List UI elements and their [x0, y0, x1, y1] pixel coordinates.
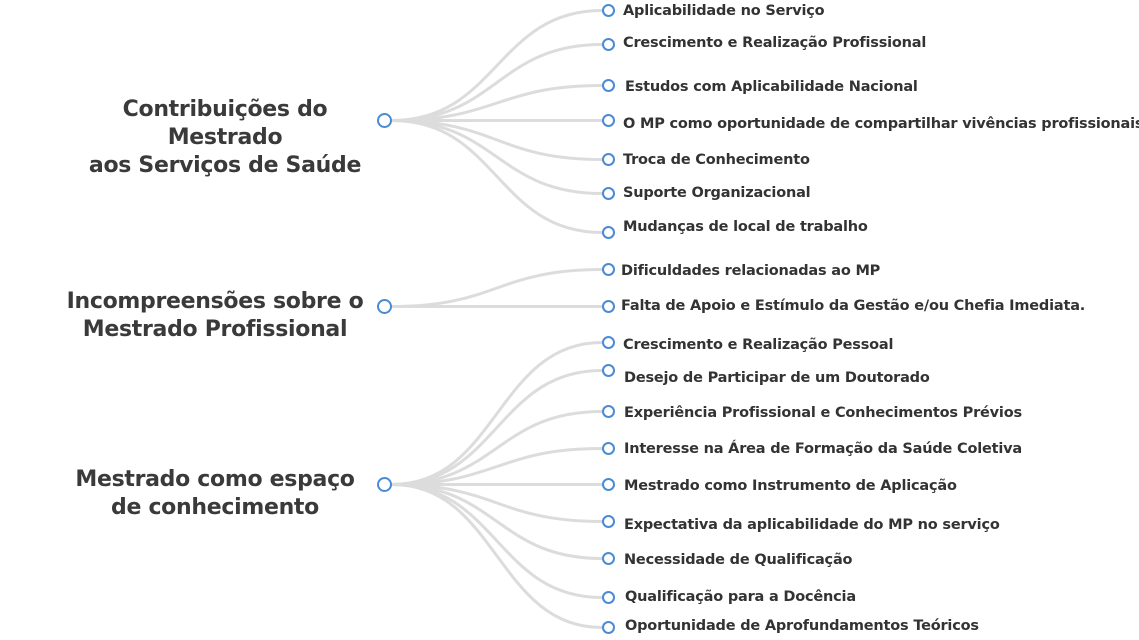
category-title-incompreensoes: Incompreensões sobre o Mestrado Profissi…: [55, 288, 375, 344]
edge-connector: [390, 9, 604, 122]
leaf-label: Falta de Apoio e Estímulo da Gestão e/ou…: [621, 298, 1086, 314]
edge-connector: [390, 483, 604, 629]
leaf-label: Qualificação para a Docência: [625, 589, 856, 605]
leaf-node[interactable]: [602, 187, 615, 200]
category-title-line: Contribuições do Mestrado: [122, 97, 328, 150]
category-node[interactable]: [377, 113, 392, 128]
category-title-line: Mestrado como espaço: [75, 467, 355, 492]
category-title-line: Mestrado Profissional: [82, 317, 348, 342]
leaf-label: O MP como oportunidade de compartilhar v…: [623, 116, 1139, 132]
leaf-label: Expectativa da aplicabilidade do MP no s…: [624, 517, 1000, 533]
edge-connector: [390, 483, 604, 523]
edge-connector: [390, 119, 604, 234]
leaf-label: Dificuldades relacionadas ao MP: [621, 263, 881, 279]
leaf-node[interactable]: [602, 621, 615, 634]
leaf-node[interactable]: [602, 364, 615, 377]
leaf-label: Aplicabilidade no Serviço: [623, 3, 825, 19]
edge-connector: [390, 43, 604, 122]
leaf-label: Troca de Conhecimento: [623, 152, 810, 168]
leaf-node[interactable]: [602, 405, 615, 418]
leaf-node[interactable]: [602, 79, 615, 92]
category-title-line: Incompreensões sobre o: [66, 289, 364, 314]
edge-connector: [390, 84, 604, 122]
leaf-label: Interesse na Área de Formação da Saúde C…: [624, 441, 1022, 457]
edge-connector: [390, 447, 604, 486]
leaf-node[interactable]: [602, 515, 615, 528]
leaf-label: Mestrado como Instrumento de Aplicação: [624, 478, 957, 494]
leaf-label: Estudos com Aplicabilidade Nacional: [625, 79, 918, 95]
edge-connector: [390, 369, 604, 486]
leaf-node[interactable]: [602, 4, 615, 17]
leaf-node[interactable]: [602, 552, 615, 565]
leaf-node[interactable]: [602, 442, 615, 455]
leaf-node[interactable]: [602, 114, 615, 127]
leaf-node[interactable]: [602, 263, 615, 276]
leaf-label: Experiência Profissional e Conhecimentos…: [624, 405, 1022, 421]
leaf-label: Crescimento e Realização Profissional: [623, 35, 927, 51]
category-title-mestrado-espaco: Mestrado como espaço de conhecimento: [55, 466, 375, 522]
category-title-contribuicoes: Contribuições do Mestrado aos Serviços d…: [65, 96, 385, 180]
leaf-label: Crescimento e Realização Pessoal: [623, 337, 894, 353]
category-node[interactable]: [377, 299, 392, 314]
leaf-node[interactable]: [602, 226, 615, 239]
leaf-node[interactable]: [602, 336, 615, 349]
edge-connector: [390, 119, 604, 195]
leaf-node[interactable]: [602, 153, 615, 166]
leaf-label: Suporte Organizacional: [623, 185, 811, 201]
edge-connector: [390, 483, 604, 560]
edge-connector: [390, 410, 604, 486]
leaf-label: Necessidade de Qualificação: [624, 552, 853, 568]
category-title-line: de conhecimento: [111, 495, 319, 520]
leaf-node[interactable]: [602, 300, 615, 313]
edge-connector: [390, 268, 604, 308]
category-node[interactable]: [377, 477, 392, 492]
edge-connector: [390, 119, 604, 161]
category-title-line: aos Serviços de Saúde: [88, 153, 362, 178]
leaf-label: Oportunidade de Aprofundamentos Teóricos: [625, 618, 979, 634]
leaf-node[interactable]: [602, 38, 615, 51]
leaf-node[interactable]: [602, 478, 615, 491]
leaf-label: Mudanças de local de trabalho: [623, 219, 868, 235]
leaf-node[interactable]: [602, 591, 615, 604]
leaf-label: Desejo de Participar de um Doutorado: [624, 370, 930, 386]
